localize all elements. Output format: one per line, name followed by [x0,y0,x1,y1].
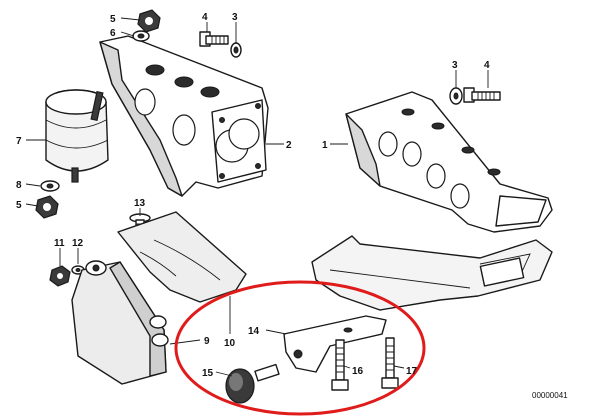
washer-3-top [230,42,242,58]
rubber-engine-mount [45,89,109,183]
bolt-4-top [199,31,229,47]
callout-12: 12 [72,238,84,249]
rubber-stop-15 [225,363,280,404]
callout-11: 11 [54,238,65,249]
callout-6: 6 [110,28,116,39]
engine-mount-bracket-left [99,35,269,197]
callout-14: 14 [248,326,260,337]
callout-labels: 5 6 4 3 2 7 8 5 3 4 1 13 11 12 9 10 14 1… [16,12,490,379]
callout-16: 16 [352,366,364,377]
nut-11 [49,265,71,287]
callout-4-right: 4 [484,60,490,71]
lower-support-bracket [311,235,553,311]
nut-5-lower [35,195,59,219]
callout-17: 17 [406,366,418,377]
bolt-17 [381,337,399,389]
drawing-reference-number: 00000041 [532,391,568,400]
callout-2: 2 [286,140,292,151]
callout-8: 8 [16,180,22,191]
rubber-mount-lower [71,260,169,385]
callout-15: 15 [202,368,214,379]
callout-3-top: 3 [232,12,238,23]
heat-shield-bracket [117,211,247,303]
bracket-arm-14 [283,315,387,373]
callout-5-lower: 5 [16,200,22,211]
washer-3-right [449,87,463,105]
callout-13: 13 [134,198,146,209]
highlight-ellipse [174,280,426,416]
bolt-4-right [463,87,501,103]
callout-1: 1 [322,140,328,151]
callout-4-top: 4 [202,12,208,23]
bolt-16 [331,339,349,391]
callout-5-top: 5 [110,14,116,25]
callout-3-right: 3 [452,60,458,71]
callout-10: 10 [224,338,236,349]
callout-9: 9 [204,336,210,347]
engine-mount-bracket-right [345,91,553,233]
nut-5-top [137,9,161,33]
callout-7: 7 [16,136,22,147]
leader-lines [25,17,489,377]
washer-6 [132,30,150,42]
washer-8 [40,180,60,192]
